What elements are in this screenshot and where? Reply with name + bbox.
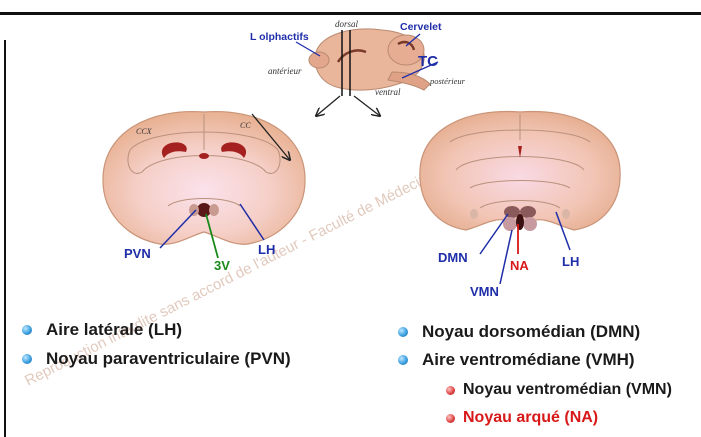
arrow-to-left-section bbox=[316, 96, 340, 116]
legend-item-text: Aire ventromédiane (VMH) bbox=[422, 350, 635, 369]
label-vmn: VMN bbox=[470, 284, 499, 299]
left-coronal-section: CCX CC PVN 3V LH bbox=[103, 112, 305, 273]
bullet-icon bbox=[22, 325, 32, 335]
left-pvn-area bbox=[189, 204, 199, 216]
right-coronal-section: DMN NA VMN LH bbox=[420, 111, 620, 299]
label-dorsal: dorsal bbox=[335, 19, 359, 29]
legend-item: Noyau paraventriculaire (PVN) bbox=[22, 349, 291, 369]
legend-sub-item: Noyau arqué (NA) bbox=[446, 409, 598, 427]
legend-item: Aire latérale (LH) bbox=[22, 320, 182, 340]
bullet-icon bbox=[398, 355, 408, 365]
label-posterior: postérieur bbox=[429, 76, 466, 86]
legend-item-text: Aire latérale (LH) bbox=[46, 320, 182, 339]
label-olfactory-bulb: L olphactifs bbox=[250, 31, 309, 43]
label-na: NA bbox=[510, 258, 529, 273]
legend-item-text: Noyau paraventriculaire (PVN) bbox=[46, 349, 291, 368]
label-pvn: PVN bbox=[124, 246, 151, 261]
bullet-icon bbox=[446, 386, 455, 395]
label-3v: 3V bbox=[214, 258, 230, 273]
legend-item: Aire ventromédiane (VMH) bbox=[398, 350, 635, 370]
bullet-icon bbox=[446, 414, 455, 423]
label-cerebellum: Cervelet bbox=[400, 21, 442, 33]
label-ventral: ventral bbox=[375, 87, 401, 97]
legend-sub-item-text: Noyau ventromédian (VMN) bbox=[463, 381, 672, 398]
legend-item-text: Noyau dorsomédian (DMN) bbox=[422, 322, 640, 341]
legend-item: Noyau dorsomédian (DMN) bbox=[398, 322, 640, 342]
legend-sub-item-text: Noyau arqué (NA) bbox=[463, 409, 598, 426]
label-brainstem: TC bbox=[418, 53, 438, 70]
left-third-ventricle bbox=[197, 203, 211, 217]
sagittal-brain-thumbnail: L olphactifs Cervelet TC dorsal ventral … bbox=[250, 19, 466, 116]
bullet-icon bbox=[22, 354, 32, 364]
label-ccx: CCX bbox=[136, 127, 153, 136]
sagittal-olfactory-bulb bbox=[309, 52, 329, 68]
label-cc: CC bbox=[240, 121, 251, 130]
arrow-to-right-section bbox=[354, 96, 380, 116]
label-lh-right: LH bbox=[562, 254, 579, 269]
label-dmn: DMN bbox=[438, 250, 468, 265]
label-anterior: antérieur bbox=[268, 66, 302, 76]
bullet-icon bbox=[398, 327, 408, 337]
label-lh-left: LH bbox=[258, 242, 275, 257]
legend-sub-item: Noyau ventromédian (VMN) bbox=[446, 381, 672, 399]
